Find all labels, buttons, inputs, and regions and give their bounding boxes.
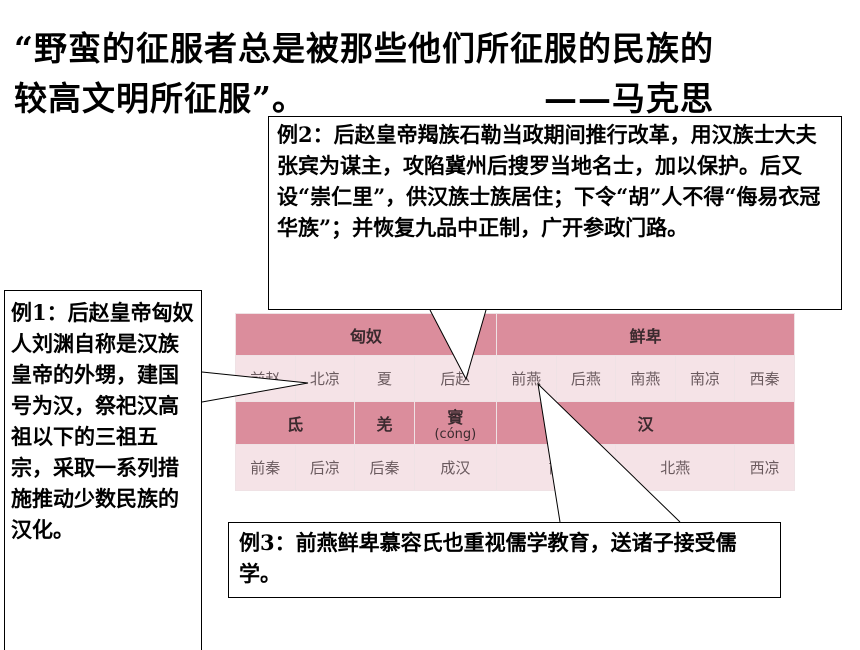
table-cell: 匈奴 [235,312,497,357]
table-cell: 北凉 [294,355,356,403]
table-cell: 賨 (cóng) [413,401,497,445]
table-row: 氐 羌 賨 (cóng) 汉 [234,401,796,445]
table-cell: 羌 [354,401,415,445]
table-cell: 夏 [354,355,415,403]
pinyin-note: (cóng) [434,427,477,443]
table-cell: 汉 [495,401,796,445]
table-row: 前秦 后凉 后秦 成汉 前 北燕 西凉 [235,443,795,492]
quote-line-1: “野蛮的征服者总是被那些他们所征服的民族的 [14,29,714,68]
table-cell: 前 [495,443,617,492]
quote-author: ——马克思 [544,79,714,118]
table-cell: 氐 [234,401,356,445]
callout-example-1: 例1：后赵皇帝匈奴人刘渊自称是汉族皇帝的外甥，建国号为汉，祭祀汉高祖以下的三祖五… [4,290,202,650]
table-cell: 前燕 [495,355,557,403]
table-cell: 后凉 [294,443,356,492]
callout-example-3: 例3：前燕鲜卑慕容氏也重视儒学教育，送诸子接受儒学。 [228,522,781,598]
table-cell: 鲜卑 [495,312,796,357]
table-cell: 西秦 [734,355,795,403]
table-cell: 后秦 [354,443,415,492]
table-cell: 南凉 [674,355,736,403]
table-cell: 后燕 [555,355,617,403]
table-row: 前赵 北凉 夏 后赵 前燕 后燕 南燕 南凉 西秦 [235,355,795,403]
table-cell: 后赵 [413,355,497,403]
callout-example-2: 例2：后赵皇帝羯族石勒当政期间推行改革，用汉族士大夫张宾为谋主，攻陷冀州后搜罗当… [268,116,842,310]
dynasty-table: 匈奴 鲜卑 前赵 北凉 夏 后赵 前燕 后燕 南燕 南凉 西秦 氐 羌 賨 (c… [234,312,796,492]
table-row: 匈奴 鲜卑 [235,312,796,357]
table-cell: 北燕 [615,443,736,492]
quote-block: “野蛮的征服者总是被那些他们所征服的民族的 较高文明所征服”。 ——马克思 [14,24,854,124]
table-cell-text: 賨 [447,408,464,428]
table-cell: 前赵 [235,355,296,403]
table-cell: 西凉 [734,443,795,492]
table-cell: 成汉 [413,443,497,492]
table-cell: 前秦 [235,443,296,492]
table-cell: 南燕 [615,355,676,403]
quote-line-2: 较高文明所征服”。 [14,79,306,118]
